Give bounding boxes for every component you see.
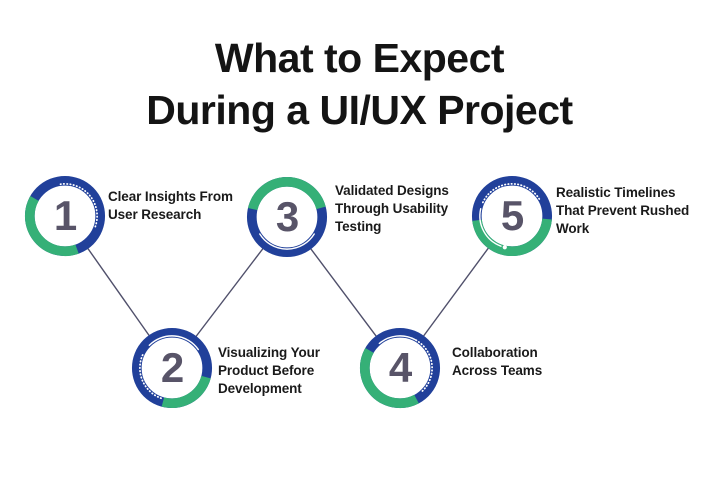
step-4-label-line: Collaboration: [452, 345, 538, 360]
step-3-label-line: Validated Designs: [335, 183, 449, 198]
page-title-line1: What to Expect: [214, 35, 505, 81]
step-2-label-line: Visualizing Your: [218, 345, 320, 360]
step-node-3: 3: [243, 173, 331, 261]
step-node-1: 1: [21, 172, 109, 260]
step-4-ring-icon: [356, 324, 444, 412]
step-5-ring-icon: [468, 172, 556, 260]
step-2-label-line: Product Before: [218, 362, 315, 378]
step-1-ring-icon: [21, 172, 109, 260]
step-2-label-line: Development: [218, 380, 302, 396]
step-node-4: 4: [356, 324, 444, 412]
step-3-label-line: Through Usability: [335, 200, 449, 216]
step-2-label: Visualizing Your Product Before Developm…: [218, 344, 320, 398]
step-node-5: 5: [468, 172, 556, 260]
step-5-label-line: That Prevent Rushed: [556, 202, 690, 218]
step-3-number: 3: [275, 193, 299, 240]
step-5-label: Realistic Timelines That Prevent Rushed …: [556, 184, 689, 238]
step-1-label: Clear Insights From User Research: [108, 188, 233, 224]
page-title-line2: During a UI/UX Project: [146, 87, 573, 134]
step-4-label-line: Across Teams: [452, 362, 543, 378]
step-3-label: Validated Designs Through Usability Test…: [335, 182, 449, 236]
step-4-label: Collaboration Across Teams: [452, 344, 542, 380]
step-1-number: 1: [53, 192, 77, 239]
step-node-2: 2: [128, 324, 216, 412]
step-2-ring-icon: [128, 324, 216, 412]
step-1-label-line: User Research: [108, 206, 202, 222]
step-3-label-line: Testing: [335, 218, 382, 234]
step-1-label-line: Clear Insights From: [108, 189, 233, 204]
step-5-label-line: Work: [556, 220, 590, 236]
step-5-label-line: Realistic Timelines: [556, 185, 676, 200]
step-2-number: 2: [160, 344, 184, 391]
step-4-number: 4: [388, 344, 412, 391]
step-5-number: 5: [500, 192, 524, 239]
step-3-ring-icon: [243, 173, 331, 261]
